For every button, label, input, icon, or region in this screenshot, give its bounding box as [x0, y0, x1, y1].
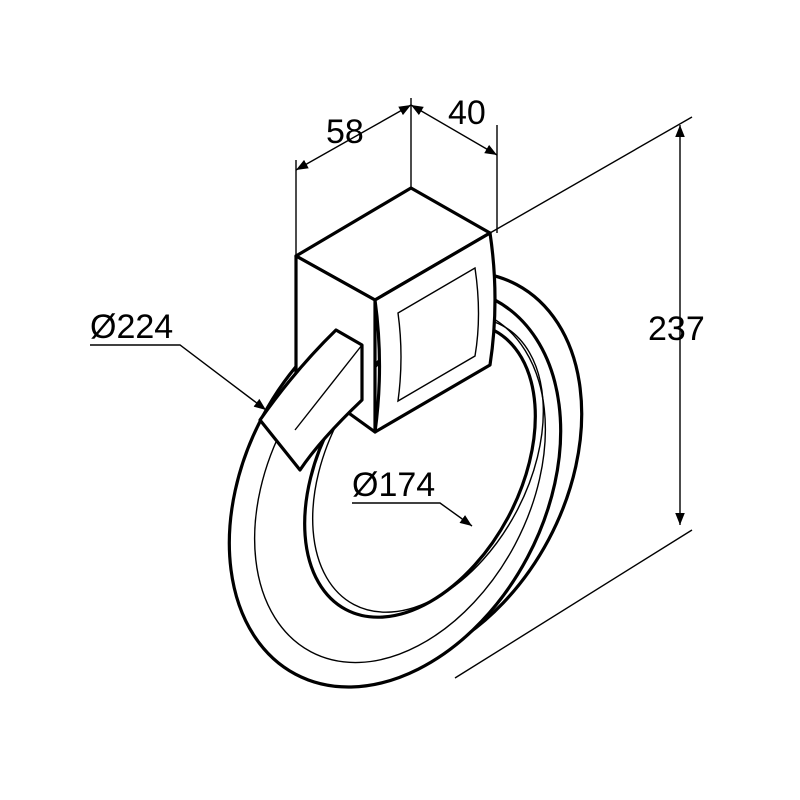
extension-line [454, 529, 693, 679]
dimension-width-label: 58 [326, 113, 364, 151]
inner-diameter-leader [352, 502, 473, 527]
inner-diameter-label: Ø174 [352, 466, 435, 504]
mount-block [258, 186, 497, 472]
dimension-outer-diameter: Ø224 [90, 308, 267, 411]
depth-dimension-line [410, 104, 498, 156]
block-front-recess [397, 266, 480, 403]
dimension-block: 58 40 [295, 94, 498, 256]
dimension-inner-diameter: Ø174 [352, 466, 473, 527]
outer-diameter-leader [90, 344, 267, 411]
block-front-face [373, 231, 497, 434]
outer-diameter-label: Ø224 [90, 308, 173, 346]
dimension-height: 237 [454, 116, 705, 679]
dimension-depth-label: 40 [448, 94, 486, 132]
extension-line [489, 116, 693, 234]
ring-stub-edge [294, 344, 363, 431]
width-dimension-line [295, 104, 412, 171]
dimension-height-label: 237 [648, 310, 705, 348]
